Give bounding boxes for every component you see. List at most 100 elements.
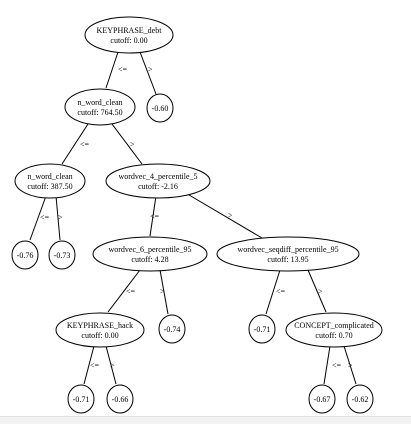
edge-label-le: <= [80, 140, 90, 149]
node-ellipse [84, 16, 174, 54]
cutoff-prefix: cutoff: [81, 331, 104, 340]
node-cutoff: cutoff: 0.00 [81, 331, 118, 340]
leaf-ellipse [346, 384, 374, 414]
edge-label-le: <= [276, 287, 286, 296]
node-cutoff: cutoff: 0.00 [110, 36, 147, 45]
cutoff-value: 13.95 [291, 255, 309, 264]
leaf-ellipse [106, 384, 134, 414]
cutoff-prefix: cutoff: [315, 331, 338, 340]
node-ellipse [216, 236, 360, 272]
edge-n4-leaf [159, 269, 169, 315]
cutoff-value: 387.50 [51, 182, 73, 191]
edge-label-le: <= [90, 361, 100, 370]
cutoff-prefix: cutoff: [110, 36, 133, 45]
edge-label-le: <= [40, 213, 50, 222]
leaf-node: -0.73 [48, 240, 76, 270]
edge-n2-leaf-left [29, 195, 47, 241]
leaf-value: -0.73 [54, 251, 71, 260]
cutoff-value: 0.00 [134, 36, 148, 45]
leaf-ellipse [48, 240, 76, 270]
split-node-wordvec-6-percentile-95: wordvec_6_percentile_95 cutoff: 4.28 [92, 236, 208, 272]
edge-label-gt: > [318, 287, 323, 296]
edge-label-gt: > [58, 213, 63, 222]
edge-label-le: <= [118, 65, 128, 74]
split-node-keyphrase-hack: KEYPHRASE_hack cutoff: 0.00 [55, 312, 145, 348]
leaf-value: -0.71 [254, 325, 271, 334]
cutoff-prefix: cutoff: [138, 182, 161, 191]
edge-n5-leaf [265, 269, 281, 315]
leaf-node: -0.60 [146, 93, 174, 123]
cutoff-value: -2.16 [161, 182, 178, 191]
edge-n2-leaf-right [55, 195, 61, 241]
leaf-node: -0.66 [106, 384, 134, 414]
edge-label-gt: > [228, 211, 233, 220]
leaf-value: -0.76 [17, 251, 34, 260]
edge-root-leaf [139, 51, 157, 95]
split-node-concept-complicated: CONCEPT_complicated cutoff: 0.70 [285, 312, 383, 348]
cutoff-value: 0.70 [339, 331, 353, 340]
node-feature-name: KEYPHRASE_debt [97, 26, 163, 35]
edge-label-le: <= [126, 287, 136, 296]
edge-n1-n2 [61, 123, 89, 165]
edge-n7-leaf-left [323, 345, 331, 385]
leaf-node: -0.76 [11, 240, 39, 270]
cutoff-prefix: cutoff: [131, 255, 154, 264]
split-node-n-word-clean: n_word_clean cutoff: 764.50 [64, 88, 136, 126]
leaf-ellipse [158, 314, 186, 344]
edges: <= > <= > <= > <= > <= > <= > < [29, 51, 357, 385]
edge-n6-leaf-right [105, 345, 117, 385]
bottom-divider [0, 416, 411, 424]
node-feature-name: wordvec_seqdiff_percentile_95 [237, 245, 338, 254]
split-node-wordvec-seqdiff-percentile-95: wordvec_seqdiff_percentile_95 cutoff: 13… [216, 236, 360, 272]
edge-label-gt: > [110, 361, 115, 370]
cutoff-value: 764.50 [101, 108, 123, 117]
node-ellipse [105, 163, 211, 199]
node-cutoff: cutoff: 387.50 [27, 182, 72, 191]
split-node-keyphrase-debt: KEYPHRASE_debt cutoff: 0.00 [84, 16, 174, 54]
edge-label-le: <= [332, 361, 342, 370]
edge-n4-n6 [107, 269, 141, 313]
leaf-value: -0.67 [314, 395, 331, 404]
cutoff-prefix: cutoff: [77, 108, 100, 117]
edge-label-gt: > [348, 361, 353, 370]
cutoff-prefix: cutoff: [27, 182, 50, 191]
node-feature-name: wordvec_6_percentile_95 [108, 245, 191, 254]
edge-n7-leaf-right [343, 345, 357, 385]
edge-n3-n5 [183, 191, 263, 239]
split-node-wordvec-4-percentile-5: wordvec_4_percentile_5 cutoff: -2.16 [105, 163, 211, 199]
edge-root-n_word_clean [105, 51, 119, 89]
edge-n3-n4 [149, 195, 157, 237]
node-cutoff: cutoff: 764.50 [77, 108, 122, 117]
node-cutoff: cutoff: 4.28 [131, 255, 168, 264]
node-feature-name: CONCEPT_complicated [294, 321, 374, 330]
edge-n6-leaf-left [83, 345, 95, 385]
node-feature-name: wordvec_4_percentile_5 [118, 172, 197, 181]
node-feature-name: n_word_clean [27, 172, 72, 181]
node-ellipse [285, 312, 383, 348]
node-cutoff: cutoff: 0.70 [315, 331, 352, 340]
split-node-n-word-clean-2: n_word_clean cutoff: 387.50 [14, 163, 86, 199]
leaf-node: -0.62 [346, 384, 374, 414]
node-feature-name: KEYPHRASE_hack [67, 321, 133, 330]
leaf-node: -0.71 [67, 384, 95, 414]
edge-label-le: <= [150, 212, 160, 221]
leaf-ellipse [146, 93, 174, 123]
edge-n5-n7 [307, 269, 327, 313]
leaf-ellipse [11, 240, 39, 270]
edge-n1-n3 [111, 123, 143, 165]
node-cutoff: cutoff: -2.16 [138, 182, 178, 191]
cutoff-value: 0.00 [105, 331, 119, 340]
leaf-node: -0.67 [308, 384, 336, 414]
leaf-ellipse [248, 314, 276, 344]
leaf-value: -0.71 [73, 395, 90, 404]
node-ellipse [92, 236, 208, 272]
leaf-ellipse [67, 384, 95, 414]
node-ellipse [14, 163, 86, 199]
node-ellipse [64, 88, 136, 126]
cutoff-value: 4.28 [155, 255, 169, 264]
leaf-ellipse [308, 384, 336, 414]
node-cutoff: cutoff: 13.95 [267, 255, 308, 264]
leaf-value: -0.74 [164, 325, 181, 334]
leaf-value: -0.60 [152, 104, 169, 113]
